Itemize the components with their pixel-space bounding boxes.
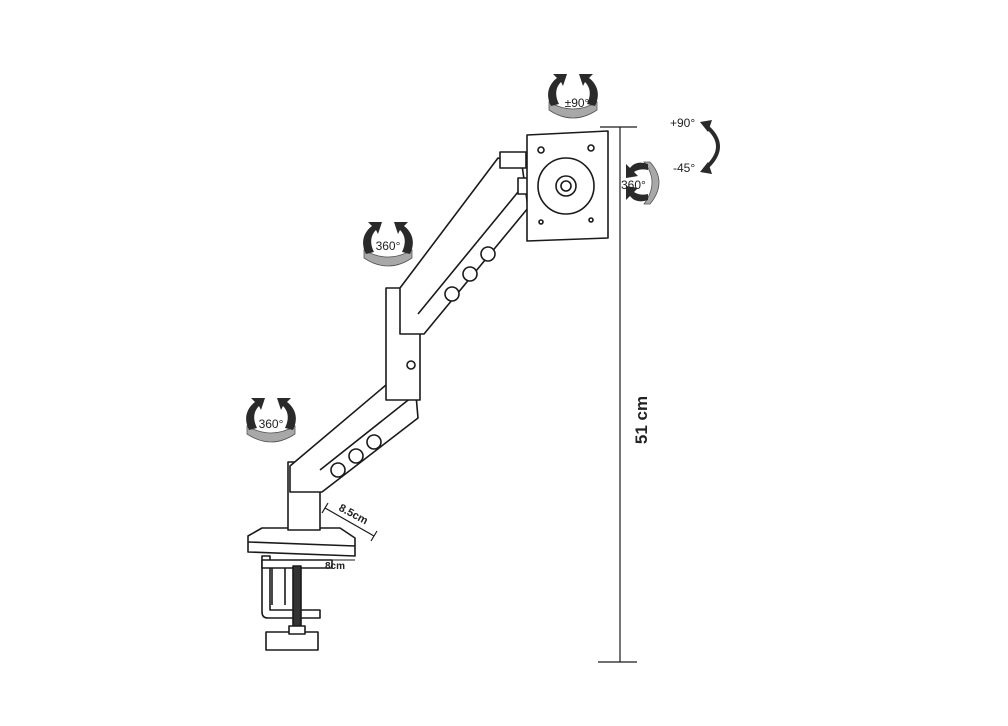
elbow-rotation-label: 360° (376, 239, 401, 253)
head-swivel-label: ±90° (565, 96, 590, 110)
clamp-depth-label: 8cm (325, 561, 345, 572)
height-label: 51 cm (632, 396, 651, 444)
plate-rotation-label: 360° (621, 178, 646, 192)
tilt-up-label: +90° (670, 116, 695, 130)
height-dimension (598, 126, 637, 663)
pole-offset-dimension (321, 502, 378, 542)
tilt-down-label: -45° (673, 161, 695, 175)
upper-arm (399, 157, 529, 335)
clamp-screw (292, 565, 302, 629)
base (247, 527, 356, 557)
monitor-arm (247, 130, 609, 651)
tilt-arrow-icon (700, 120, 720, 174)
plate-rotate-icon (626, 161, 660, 205)
lower-arm (289, 384, 419, 493)
base-rotation-label: 360° (259, 417, 284, 431)
